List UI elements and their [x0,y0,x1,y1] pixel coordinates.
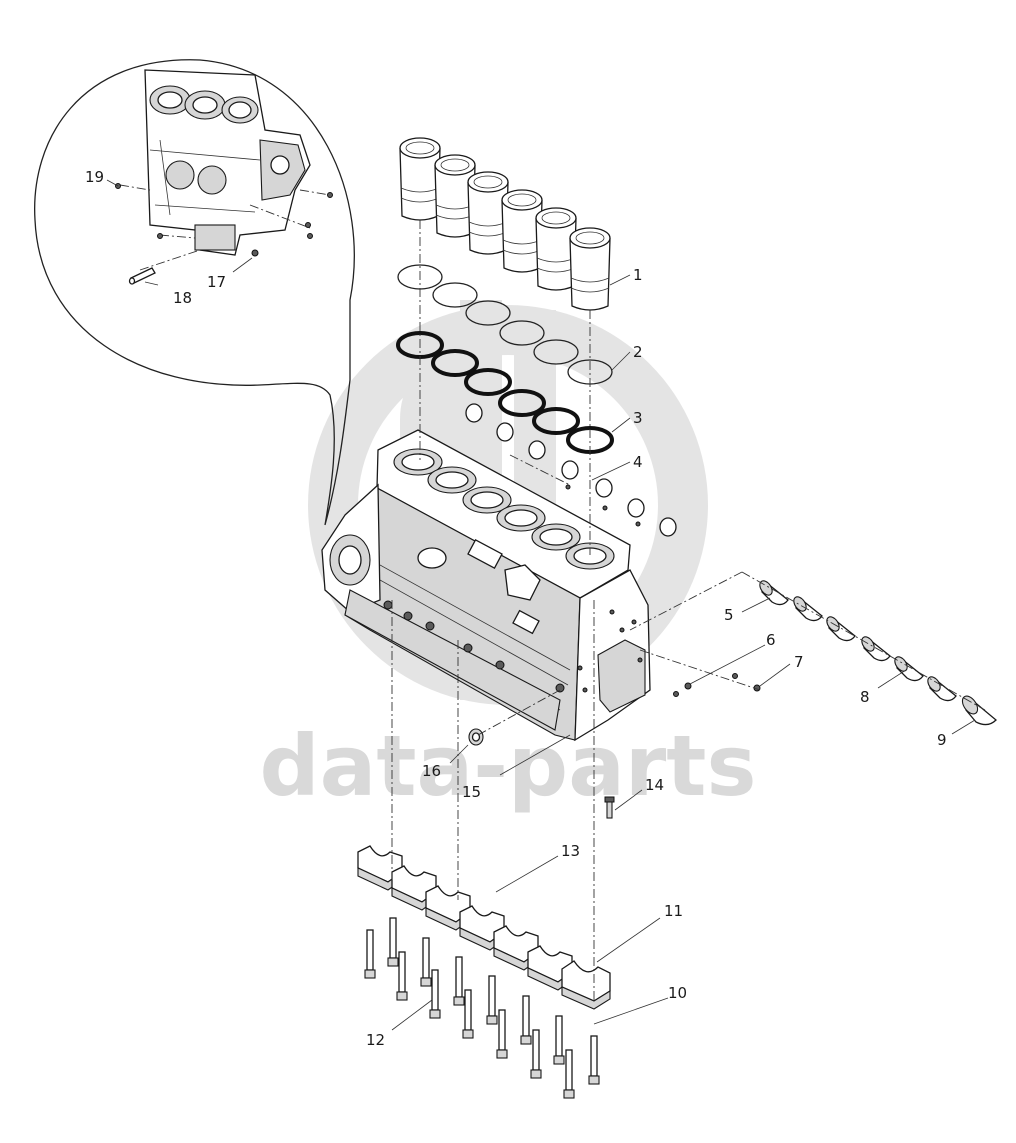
main-bearing-caps [357,845,611,1010]
leader-lines [106,179,976,1031]
callout-2: 2 [633,343,643,361]
cap-bolts [364,917,600,1099]
callout-3: 3 [633,409,643,427]
plug-16 [468,728,484,746]
detail-inset [34,59,355,526]
dowel-pin-18 [128,267,156,285]
callout-19: 19 [85,168,104,186]
callout-9: 9 [937,731,947,749]
cylinder-liners [399,137,611,311]
callout-5: 5 [724,606,734,624]
callout-11: 11 [664,902,683,920]
small-fittings [468,673,761,819]
assembly-center-lines [391,220,986,1000]
callout-17: 17 [207,273,226,291]
watermark-text: data-parts [260,717,757,815]
engine-block [321,429,651,742]
callout-12: 12 [366,1031,385,1049]
callout-10: 10 [668,984,687,1002]
callout-8: 8 [860,688,870,706]
upper-o-rings [397,264,613,385]
callout-4: 4 [633,453,643,471]
camshaft-bushings [759,580,997,726]
callout-15: 15 [462,783,481,801]
callout-14: 14 [645,776,664,794]
callout-18: 18 [173,289,192,307]
callout-labels: 1 2 3 4 5 6 7 8 9 10 11 12 13 14 15 16 1… [85,168,947,1049]
callout-7: 7 [794,653,804,671]
lower-o-rings [396,331,614,454]
callout-16: 16 [422,762,441,780]
callout-6: 6 [766,631,776,649]
callout-13: 13 [561,842,580,860]
core-plugs [465,403,677,537]
inset-engine-block [144,69,311,256]
callout-1: 1 [633,266,643,284]
pin-14 [604,796,615,819]
